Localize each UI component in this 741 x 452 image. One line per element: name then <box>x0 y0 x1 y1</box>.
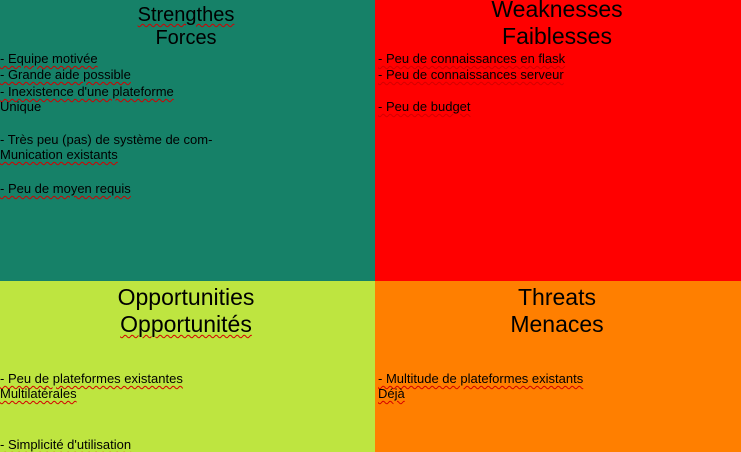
threats-item-1-cont: Déjà <box>378 386 405 401</box>
strengths-title-fr: Forces <box>155 27 217 49</box>
strengths-item-1: - Equipe motivée <box>0 51 98 66</box>
threats-item-1: - Multitude de plateformes existants <box>378 371 584 386</box>
weaknesses-title-fr: Faiblesses <box>502 23 612 49</box>
threats-title-fr: Menaces <box>510 311 604 337</box>
weaknesses-quadrant: Weaknesses Faiblesses - Peu de connaissa… <box>375 0 741 281</box>
strengths-item-4: - Très peu (pas) de système de com- <box>0 132 213 147</box>
opportunities-title: Opportunities Opportunités <box>0 284 372 338</box>
weaknesses-item-2: - Peu de connaissances serveur <box>378 67 564 82</box>
strengths-item-3-cont: Unique <box>0 99 42 114</box>
opportunities-quadrant: Opportunities Opportunités - Peu de plat… <box>0 281 375 452</box>
strengths-item-4-cont: Munication existants <box>0 147 118 162</box>
strengths-title-en: Strengthes <box>137 4 235 26</box>
threats-quadrant: Threats Menaces - Multitude de plateform… <box>375 281 741 452</box>
strengths-quadrant: Strengthes Forces - Equipe motivée - Gra… <box>0 0 375 281</box>
threats-title-en: Threats <box>518 284 596 310</box>
opportunities-item-2: - Simplicité d'utilisation <box>0 437 132 452</box>
weaknesses-item-3: - Peu de budget <box>378 99 471 114</box>
opportunities-item-1-cont: Multilatérales <box>0 386 77 401</box>
weaknesses-title: Weaknesses Faiblesses <box>375 0 739 50</box>
weaknesses-item-1: - Peu de connaissances en flask <box>378 51 566 66</box>
weaknesses-title-en: Weaknesses <box>491 0 623 22</box>
strengths-title: Strengthes Forces <box>0 4 372 50</box>
strengths-item-5: - Peu de moyen requis <box>0 181 131 196</box>
strengths-item-3: - Inexistence d'une plateforme <box>0 84 174 99</box>
opportunities-title-en: Opportunities <box>117 284 255 310</box>
opportunities-item-1: - Peu de plateformes existantes <box>0 371 183 386</box>
threats-title: Threats Menaces <box>375 284 739 338</box>
opportunities-title-fr: Opportunités <box>120 311 252 337</box>
strengths-item-2: - Grande aide possible <box>0 67 131 82</box>
